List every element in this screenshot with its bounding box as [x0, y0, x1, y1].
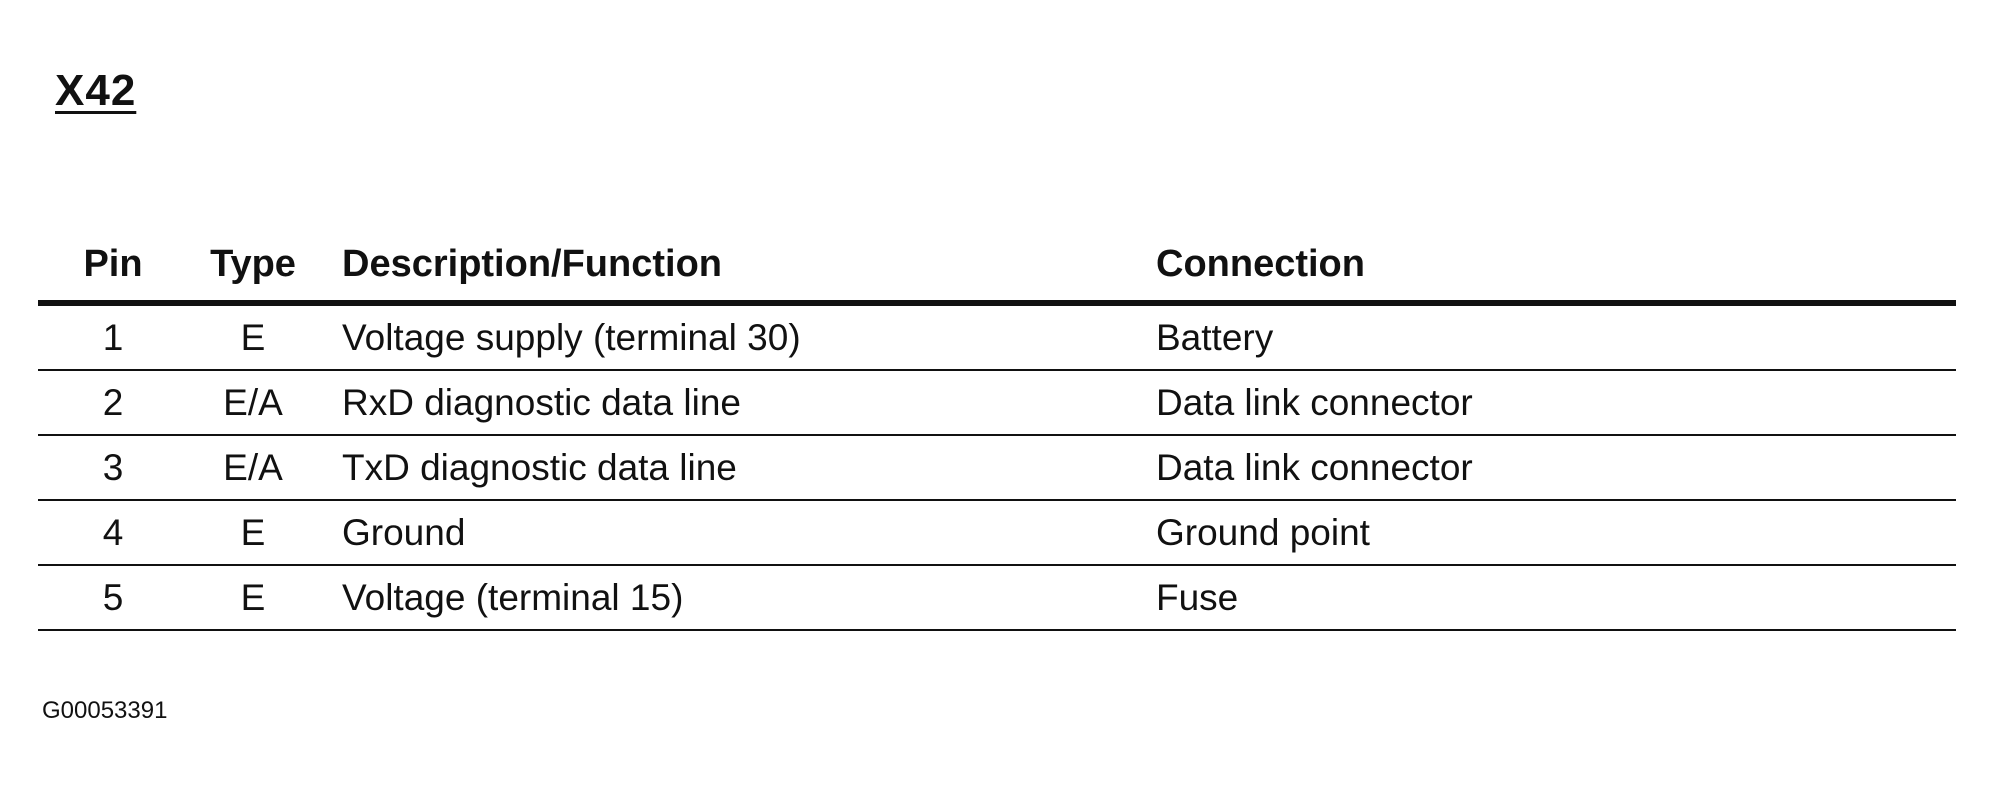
cell-pin: 4 [38, 500, 188, 566]
cell-pin: 5 [38, 565, 188, 631]
cell-type: E/A [188, 370, 318, 436]
cell-description: TxD diagnostic data line [318, 435, 1156, 501]
cell-type: E [188, 303, 318, 371]
header-type: Type [188, 228, 318, 306]
cell-connection: Ground point [1156, 500, 1956, 566]
header-pin: Pin [38, 228, 188, 306]
table-row: 1 E Voltage supply (terminal 30) Battery [38, 303, 1956, 371]
cell-pin: 1 [38, 303, 188, 371]
header-description: Description/Function [318, 228, 1156, 306]
cell-description: RxD diagnostic data line [318, 370, 1156, 436]
cell-type: E [188, 565, 318, 631]
pin-assignment-table: Pin Type Description/Function Connection… [38, 228, 1956, 631]
cell-connection: Data link connector [1156, 435, 1956, 501]
cell-connection: Battery [1156, 303, 1956, 371]
header-connection: Connection [1156, 228, 1956, 306]
graphic-reference-code: G00053391 [42, 697, 168, 724]
cell-type: E [188, 500, 318, 566]
table-row: 5 E Voltage (terminal 15) Fuse [38, 565, 1956, 631]
cell-type: E/A [188, 435, 318, 501]
table-header-row: Pin Type Description/Function Connection [38, 228, 1956, 306]
cell-connection: Data link connector [1156, 370, 1956, 436]
table-row: 4 E Ground Ground point [38, 500, 1956, 566]
connector-title: X42 [55, 66, 137, 115]
cell-connection: Fuse [1156, 565, 1956, 631]
cell-pin: 3 [38, 435, 188, 501]
cell-description: Ground [318, 500, 1156, 566]
cell-pin: 2 [38, 370, 188, 436]
table-row: 2 E/A RxD diagnostic data line Data link… [38, 370, 1956, 436]
cell-description: Voltage supply (terminal 30) [318, 303, 1156, 371]
cell-description: Voltage (terminal 15) [318, 565, 1156, 631]
table-row: 3 E/A TxD diagnostic data line Data link… [38, 435, 1956, 501]
